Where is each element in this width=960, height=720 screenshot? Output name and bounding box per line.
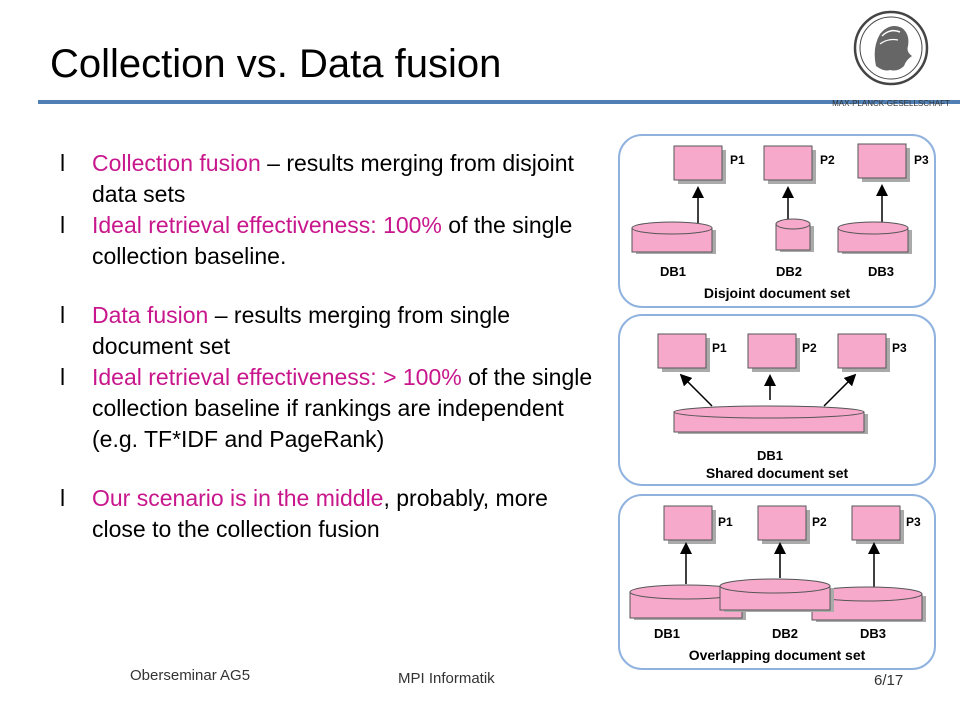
bullet-plain: Ideal retrieval effectiveness: [92,364,384,390]
footer-center: MPI Informatik [398,670,495,687]
bullet-plain: Ideal retrieval effectiveness: [92,212,384,238]
peer-box [747,333,800,372]
peer-label: P2 [812,515,827,529]
shared-panel: P1 P2 P3 DB1 Shared document set [618,314,936,486]
page-title: Collection vs. Data fusion [50,42,502,86]
bullet-item: l Ideal retrieval effectiveness: 100% of… [60,210,600,272]
database-cylinder [719,578,834,612]
shared-diagram: P1 P2 P3 DB1 Shared document set [657,333,907,481]
bullet-highlight: > 100% [383,364,462,390]
database-cylinder [629,584,746,620]
panel-caption: Disjoint document set [704,285,851,301]
disjoint-panel: P1 P2 P3 DB1 DB2 DB3 Disjoint document s… [618,134,936,308]
bullet-item: l Data fusion – results merging from sin… [60,300,600,362]
bullet-marker: l [60,302,66,328]
bullet-text: of the single collection baseline. [92,212,573,269]
overlapping-panel: P1 P2 P3 DB1 DB2 DB3 Overlapping documen… [618,494,936,670]
title-rule [38,100,960,104]
db-label: DB2 [776,264,802,279]
peer-label: P3 [906,515,921,529]
database-cylinder [837,221,912,254]
footer-left: Oberseminar AG5 [130,667,251,684]
peer-label: P2 [802,341,817,355]
bullet-item: l Our scenario is in the middle, probabl… [60,483,600,545]
peer-box [673,145,726,184]
bullet-highlight: Our scenario is in the middle [92,485,384,511]
bullet-marker: l [60,212,66,238]
bullet-item: l Ideal retrieval effectiveness: > 100% … [60,362,600,455]
peer-box [763,145,816,184]
peer-box [663,505,716,544]
bullet-text: – results merging from disjoint data set… [92,150,574,207]
peer-box [837,333,890,372]
db-label: DB1 [757,448,783,463]
peer-label: P3 [914,153,929,167]
peer-label: P2 [820,153,835,167]
db-label: DB2 [772,626,798,641]
peer-label: P3 [892,341,907,355]
database-cylinder [673,405,868,434]
peer-box [757,505,810,544]
bullet-text: , probably, more close to the collection… [92,485,548,542]
logo-text: MAX-PLANCK-GESELLSCHAFT [832,99,950,108]
bullet-marker: l [60,485,66,511]
max-planck-logo: MAX-PLANCK-GESELLSCHAFT [832,10,950,108]
bullet-highlight: 100% [383,212,442,238]
peer-label: P1 [712,341,727,355]
disjoint-diagram: P1 P2 P3 DB1 DB2 DB3 Disjoint document s… [631,143,929,301]
bullet-text: of the single collection baseline if ran… [92,364,593,452]
peer-box [851,505,904,544]
db-label: DB3 [868,264,894,279]
bullet-highlight: Collection fusion [92,150,261,176]
page-number: 6/17 [874,672,904,689]
bullet-marker: l [60,364,66,390]
bullet-highlight: Data fusion [92,302,209,328]
database-cylinder [775,218,814,252]
db-label: DB1 [654,626,680,641]
panel-caption: Shared document set [706,465,849,481]
peer-label: P1 [730,153,745,167]
bullet-list: l Collection fusion – results merging fr… [60,148,600,545]
db-label: DB3 [860,626,886,641]
peer-box [857,143,910,182]
bullet-marker: l [60,150,66,176]
bullet-item: l Collection fusion – results merging fr… [60,148,600,210]
peer-box [657,333,710,372]
database-cylinder [631,221,716,254]
panel-caption: Overlapping document set [689,647,866,663]
overlapping-diagram: P1 P2 P3 DB1 DB2 DB3 Overlapping documen… [629,505,926,663]
database-cylinder [811,586,926,622]
db-label: DB1 [660,264,686,279]
bullet-text: – results merging from single document s… [92,302,511,359]
peer-label: P1 [718,515,733,529]
